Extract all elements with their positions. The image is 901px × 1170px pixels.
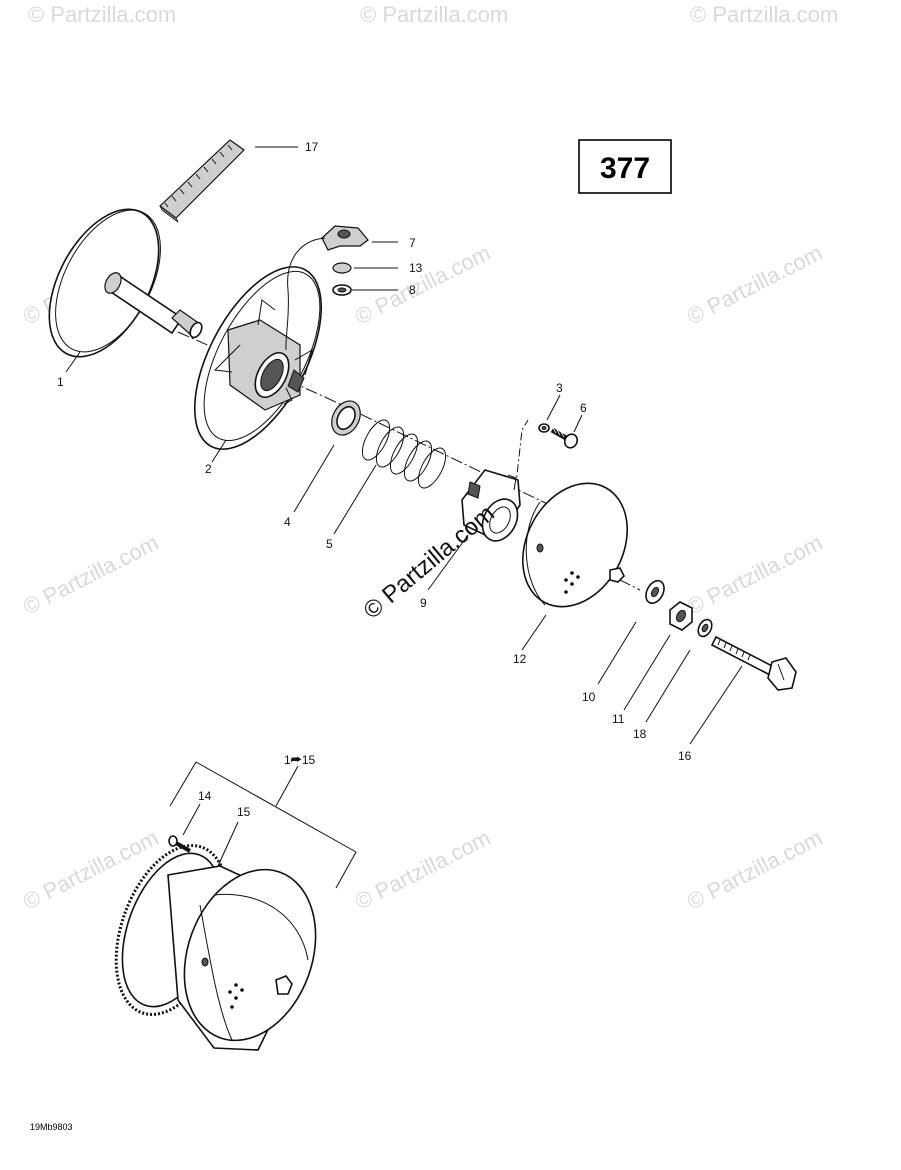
center-watermark: © Partzilla.com: [359, 500, 500, 625]
reference-box: 377: [578, 139, 672, 194]
callout-17[interactable]: 17: [305, 140, 319, 154]
part-2-sliding-sheave[interactable]: [169, 247, 348, 469]
callout-1[interactable]: 1: [57, 375, 64, 389]
part-17-belt[interactable]: [159, 139, 245, 223]
leader-lines: [65, 146, 743, 889]
part-13-o-ring[interactable]: [332, 262, 352, 274]
part-12-cover[interactable]: [502, 465, 648, 625]
watermark-layer: © Partzilla.com © Partzilla.com © Partzi…: [19, 2, 838, 914]
part-11-nut[interactable]: [669, 601, 693, 631]
callout-6[interactable]: 6: [580, 401, 587, 415]
callout-9[interactable]: 9: [420, 596, 427, 610]
part-1-fixed-sheave[interactable]: [27, 191, 204, 375]
callout-labels: 17 7 13 8 1 3 6 2 4 5 9 12 10 11 18 16 1…: [57, 140, 692, 819]
callout-10[interactable]: 10: [582, 690, 596, 704]
watermark: © Partzilla.com: [683, 530, 826, 620]
watermark: © Partzilla.com: [351, 825, 494, 915]
callout-2[interactable]: 2: [205, 462, 212, 476]
watermark: © Partzilla.com: [19, 530, 162, 620]
part-9-cam[interactable]: [461, 469, 524, 547]
callout-5[interactable]: 5: [326, 537, 333, 551]
part-10-washer[interactable]: [642, 578, 667, 607]
part-18-lock-washer[interactable]: [695, 617, 714, 639]
part-3-washer[interactable]: [538, 423, 550, 433]
part-8-washer[interactable]: [332, 284, 352, 296]
assembly-drive-pulley[interactable]: [95, 830, 338, 1059]
callout-11[interactable]: 11: [612, 712, 625, 726]
part-5-spring[interactable]: [357, 416, 451, 492]
part-16-bolt[interactable]: [710, 635, 797, 691]
reference-number: 377: [600, 152, 650, 185]
watermark: © Partzilla.com: [683, 240, 826, 330]
callout-12[interactable]: 12: [513, 652, 527, 666]
part-4-ring[interactable]: [326, 396, 366, 440]
watermark: © Partzilla.com: [683, 825, 826, 915]
part-14-screw[interactable]: [168, 835, 191, 853]
callout-8[interactable]: 8: [409, 283, 416, 297]
watermark: © Partzilla.com: [28, 2, 176, 27]
part-6-screw[interactable]: [550, 427, 580, 450]
callout-15[interactable]: 15: [237, 805, 251, 819]
callout-4[interactable]: 4: [284, 515, 291, 529]
callout-13[interactable]: 13: [409, 261, 423, 275]
callout-assembly[interactable]: 1⮫15: [284, 753, 316, 767]
watermark: © Partzilla.com: [351, 240, 494, 330]
part-7-cam-arm[interactable]: [285, 225, 369, 351]
callout-14[interactable]: 14: [198, 789, 212, 803]
watermark: © Partzilla.com: [360, 2, 508, 27]
callout-18[interactable]: 18: [633, 727, 647, 741]
callout-16[interactable]: 16: [678, 749, 692, 763]
diagram-code: 19Mb9803: [30, 1122, 73, 1132]
callout-7[interactable]: 7: [409, 236, 416, 250]
callout-3[interactable]: 3: [556, 381, 563, 395]
watermark: © Partzilla.com: [690, 2, 838, 27]
